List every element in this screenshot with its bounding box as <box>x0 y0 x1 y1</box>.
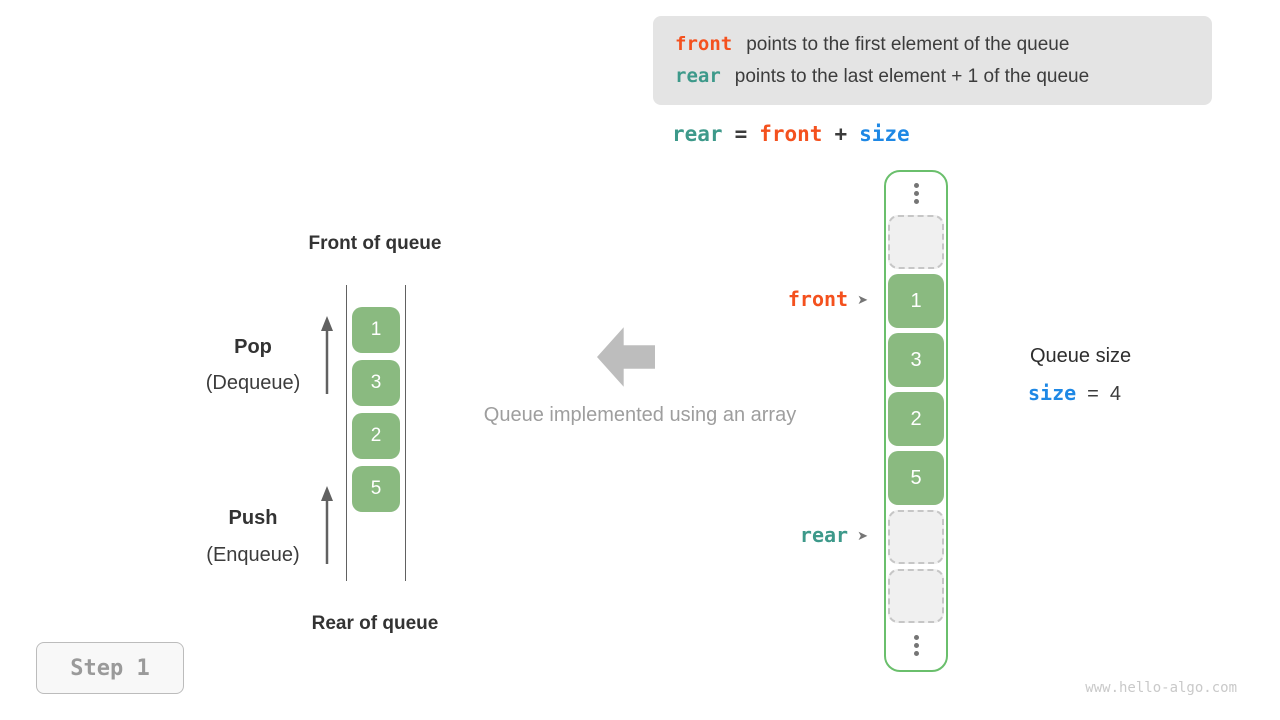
size-variable: size <box>1028 381 1077 405</box>
vertical-ellipsis-icon <box>888 176 944 210</box>
front-keyword: front <box>675 33 733 55</box>
array-cell-3: 3 <box>888 333 944 387</box>
info-line-front: front points to the first element of the… <box>675 33 1212 56</box>
info-box: front points to the first element of the… <box>653 16 1212 105</box>
diagram-caption: Queue implemented using an array <box>483 404 797 426</box>
queue-cell-3: 3 <box>352 360 400 406</box>
vertical-ellipsis-icon <box>888 628 944 662</box>
info-line-rear: rear points to the last element + 1 of t… <box>675 65 1212 88</box>
rear-description: points to the last element + 1 of the qu… <box>734 66 1090 87</box>
rear-pointer: rear ➤ <box>698 522 868 548</box>
front-pointer-label: front <box>787 287 849 311</box>
queue-cell-1: 1 <box>352 307 400 353</box>
enqueue-label: (Enqueue) <box>206 544 300 566</box>
rear-of-queue-label: Rear of queue <box>311 613 439 634</box>
empty-slot <box>888 569 944 623</box>
dequeue-label: (Dequeue) <box>205 372 301 394</box>
front-pointer-arrow-icon: ➤ <box>857 291 868 307</box>
pop-up-arrow-icon <box>321 316 333 394</box>
array-cell-1: 1 <box>888 274 944 328</box>
formula-size: size <box>859 122 910 146</box>
push-up-arrow-icon <box>321 486 333 564</box>
empty-slot <box>888 510 944 564</box>
queue-cell-2: 2 <box>352 413 400 459</box>
rear-pointer-arrow-icon: ➤ <box>857 527 868 543</box>
front-of-queue-label: Front of queue <box>308 233 442 254</box>
watermark: www.hello-algo.com <box>1085 680 1237 696</box>
formula-plus: + <box>834 122 848 146</box>
queue-size-label: Queue size <box>1030 345 1132 367</box>
queue-cell-5: 5 <box>352 466 400 512</box>
pop-label: Pop <box>234 336 272 358</box>
queue-channel: 1 3 2 5 <box>346 285 406 581</box>
array-cell-2: 2 <box>888 392 944 446</box>
front-description: points to the first element of the queue <box>746 34 1070 55</box>
front-pointer: front ➤ <box>698 286 868 312</box>
rear-keyword: rear <box>675 65 721 87</box>
formula-equals: = <box>734 122 748 146</box>
size-equals: = <box>1087 383 1099 405</box>
queue-size-equation: size = 4 <box>1028 381 1121 406</box>
empty-slot <box>888 215 944 269</box>
left-block-arrow-icon <box>597 327 655 387</box>
formula: rear = front + size <box>672 122 910 146</box>
array-cell-5: 5 <box>888 451 944 505</box>
size-value: 4 <box>1109 383 1121 405</box>
rear-pointer-label: rear <box>799 523 849 547</box>
step-badge: Step 1 <box>36 642 184 694</box>
formula-front: front <box>759 122 823 146</box>
push-label: Push <box>228 507 278 529</box>
formula-rear: rear <box>672 122 723 146</box>
